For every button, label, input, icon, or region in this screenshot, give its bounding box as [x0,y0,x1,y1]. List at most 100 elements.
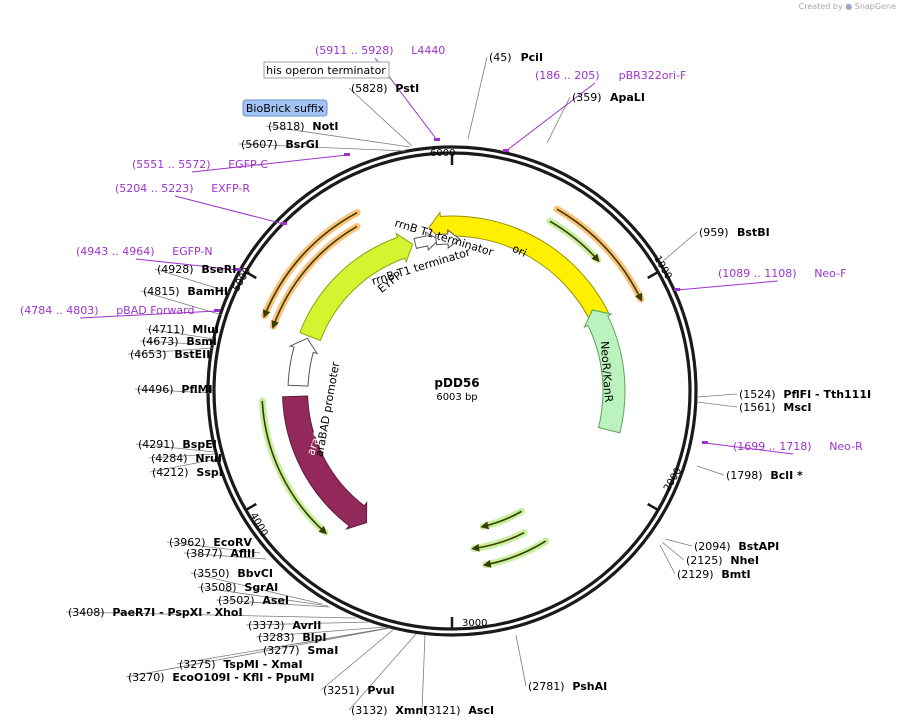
site-pos: (5818) [268,120,305,133]
site-name: NruI [195,452,222,465]
site-bseri[interactable]: (4928)BseRI [157,263,236,276]
site-bamhi[interactable]: (4815) BamHI [143,285,228,298]
site-name: PflMI [181,383,212,396]
site-leader [139,340,215,346]
site-name: BbvCI [237,567,273,580]
site-bsmi[interactable]: (4673)BsmI [142,335,217,348]
feature-label-3: araBAD promoter [313,360,343,457]
site-leader [515,634,527,687]
site-pos: (4284) [151,452,188,465]
site-pos: (45) [489,51,512,64]
primer-leader [505,82,596,152]
site-pshai[interactable]: (2781)PshAI [528,680,607,693]
site-asci[interactable]: (3121)AscI [424,704,494,717]
primer-name: Neo-F [814,267,846,280]
site-bstapi[interactable]: (2094)BstAPI [694,540,779,553]
site-pos: (359) [572,91,602,104]
site-sgrai[interactable]: (3508)SgrAI [200,581,278,594]
primer-neof[interactable]: (1089 .. 1108)Neo-F [718,267,846,280]
his-terminator-label: his operon terminator [266,64,386,77]
site-mlui[interactable]: (4711)MluI [148,323,219,336]
site-leader [148,453,216,459]
site-pos: (3251) [323,684,360,697]
site-apali[interactable]: (359)ApaLI [572,91,645,104]
site-leader [190,572,323,605]
site-bsteii[interactable]: (4653)BstEII [130,348,210,361]
site-pos: (4815) [143,285,180,298]
site-pos: (3277) [263,644,300,657]
site-name: TspMI - XmaI [223,658,302,671]
site-avrii[interactable]: (3373)AvrII [248,619,321,632]
site-xmni[interactable]: (3132)XmnI [351,704,427,717]
site-name: PflFI - Tth111I [783,388,871,401]
site-leader [166,541,261,554]
site-name: PvuI [367,684,394,697]
primer-mark [674,288,680,291]
site-pos: (5828) [351,82,388,95]
orf-upper-left-2 [271,225,358,329]
primer-egfpc[interactable]: (5551 .. 5572)EGFP-C [132,158,268,171]
site-leader [265,125,411,148]
site-pflmi[interactable]: (4496)PflMI [137,383,213,396]
site-ecoo109i[interactable]: (3270)EcoO109I - KflI - PpuMI [128,671,314,684]
orf-bottom-2-glow [470,529,528,552]
site-asei[interactable]: (3502)AseI [218,594,289,607]
site-leader [348,633,417,711]
site-pcii[interactable]: (45)PciI [489,51,543,64]
primer-leader [79,310,218,319]
site-bsrgi[interactable]: (5607)BsrGI [241,138,319,151]
his-terminator-box [263,61,390,79]
primer-name: EXFP-R [211,182,250,195]
primer-name: EGFP-N [172,245,212,258]
site-name: BclI * [770,469,803,482]
snapgene-branding: Created by ● SnapGene [799,2,896,11]
site-name: BsmI [186,335,217,348]
site-pos: (4212) [152,466,189,479]
site-name: NheI [730,554,759,567]
site-name: SgrAI [244,581,278,594]
site-name: SspI [196,466,222,479]
primer-pbadforward[interactable]: (4784 .. 4803)pBAD Forward [20,304,194,317]
site-aflii[interactable]: (3877)AflII [186,547,255,560]
primer-l4440[interactable]: (5911 .. 5928)L4440 [315,44,445,57]
site-tspmi[interactable]: (3275)TspMI - XmaI [179,658,303,671]
site-bcli[interactable]: (1798) BclI * [726,469,803,482]
site-noti[interactable]: (5818)NotI [268,120,339,133]
orf-right-green [549,220,600,263]
primer-mark [235,268,241,271]
site-name: BamHI [187,285,228,298]
site-nhei[interactable]: (2125)NheI [686,554,759,567]
site-bmti[interactable]: (2129)BmtI [677,568,751,581]
site-name: BstBI [737,226,770,239]
site-blpi[interactable]: (3283)BlpI [258,631,327,644]
site-psti[interactable]: (5828)PstI [351,82,419,95]
site-pos: (3121) [424,704,461,717]
primer-exfpr[interactable]: (5204 .. 5223)EXFP-R [115,182,250,195]
site-pos: (1798) [726,469,763,482]
site-sspi[interactable]: (4212) SspI [152,466,223,479]
primer-name: EGFP-C [228,158,268,171]
primer-range: (1699 .. 1718) [733,440,812,453]
site-bbvci[interactable]: (3550)BbvCI [193,567,273,580]
site-nrui[interactable]: (4284) NruI [151,452,222,465]
primer-pbr322orif[interactable]: (186 .. 205)pBR322ori-F [535,69,686,82]
created-by-text: Created by [798,2,843,11]
site-leader [320,629,394,691]
primer-egfpn[interactable]: (4943 .. 4964)EGFP-N [76,245,213,258]
primer-neor[interactable]: (1699 .. 1718)Neo-R [733,440,863,453]
primer-mark [344,153,350,156]
site-leader [183,552,267,560]
site-pvui[interactable]: (3251) PvuI [323,684,395,697]
site-bstbi[interactable]: (959)BstBI [699,226,770,239]
site-pflfi[interactable]: (1524)PflFI - Tth111I [739,388,871,401]
feature-1-arrow [583,309,626,434]
site-ecorv[interactable]: (3962)EcoRV [169,536,252,549]
site-msci[interactable]: (1561)MscI [739,401,812,414]
backbone-outer [206,145,698,637]
site-smai[interactable]: (3277)SmaI [263,644,338,657]
site-paer7i[interactable]: (3408)PaeR7I - PspXI - XhoI [68,606,243,619]
site-leader [696,401,738,408]
primer-leader [676,280,779,291]
site-bspei[interactable]: (4291)BspEI [138,438,217,451]
